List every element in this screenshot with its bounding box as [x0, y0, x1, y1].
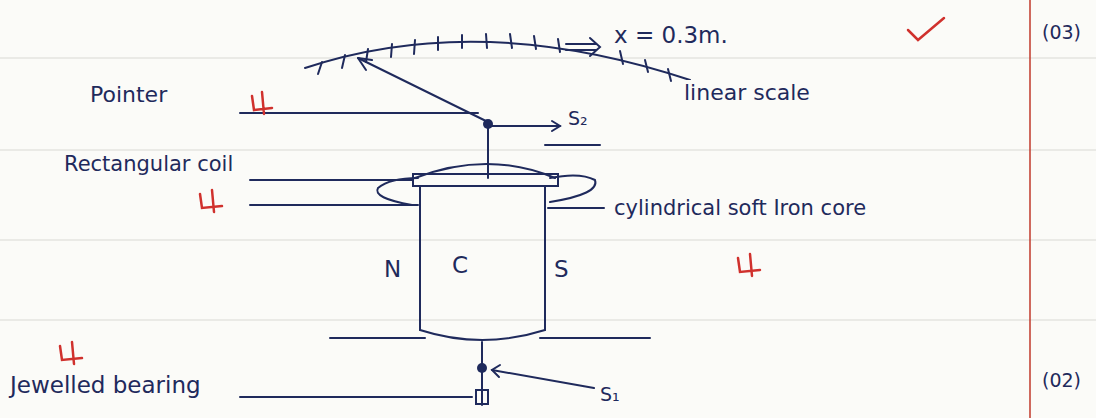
rectangular-coil	[413, 174, 558, 186]
leader-line	[250, 179, 412, 181]
symbol-label: S₁	[598, 384, 622, 406]
magnet-pole-right	[550, 175, 595, 202]
magnet-base	[330, 337, 425, 339]
check-marks	[60, 18, 944, 364]
implies-arrow	[566, 38, 600, 56]
core-bottom	[420, 330, 545, 340]
pivot	[483, 119, 493, 129]
leader-line	[548, 207, 604, 209]
arrow-head	[492, 365, 500, 377]
part-label: Rectangular coil	[62, 152, 235, 176]
leader-line	[240, 396, 472, 398]
magnet-base	[540, 337, 650, 339]
ruled-lines	[0, 58, 1096, 320]
part-label: Pointer	[88, 82, 169, 107]
core-side	[419, 186, 421, 330]
part-label: cylindrical soft Iron core	[612, 196, 906, 220]
jewelled-bearing	[476, 390, 488, 404]
pole-label: N	[382, 256, 403, 282]
margin-line	[1029, 0, 1031, 418]
equation: x = 0.3m.	[612, 22, 730, 48]
pointer-head	[358, 58, 372, 70]
spring-arrow	[492, 370, 594, 388]
leader-line	[545, 144, 600, 146]
symbol-label: S₂	[566, 108, 590, 130]
pole-label: S	[552, 256, 571, 282]
core-side	[544, 186, 546, 330]
arrow-head	[552, 121, 560, 131]
core-top	[415, 164, 555, 178]
part-label: linear scale	[682, 80, 812, 105]
spindle	[481, 342, 483, 405]
leader-line	[250, 204, 418, 206]
marks: (03)	[1040, 22, 1083, 44]
magnet-pole-left	[377, 178, 418, 205]
core-label: C	[450, 252, 470, 278]
spindle	[487, 122, 489, 178]
leader-line	[240, 112, 478, 114]
spring-arrow	[490, 125, 560, 127]
part-label: Jewelled bearing	[8, 372, 203, 398]
marks: (02)	[1040, 370, 1083, 392]
pivot	[477, 363, 487, 373]
